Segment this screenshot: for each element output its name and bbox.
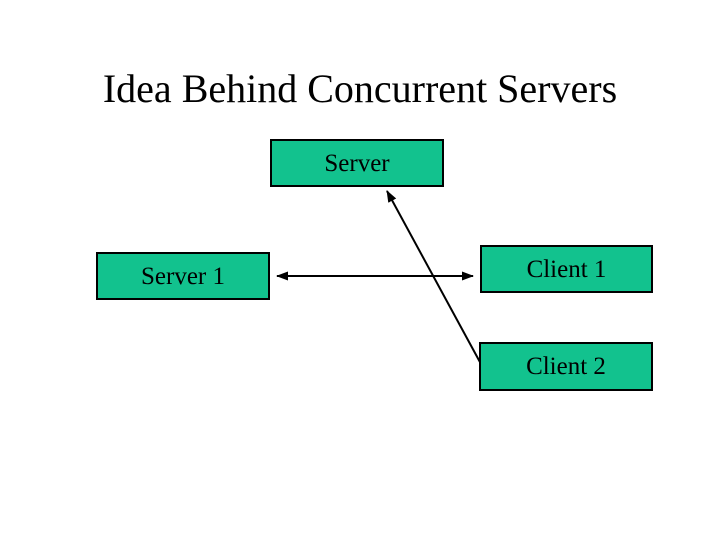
node-server1: Server 1 (96, 252, 270, 300)
arrow-client2-to-server (386, 190, 482, 365)
slide-title: Idea Behind Concurrent Servers (102, 66, 618, 111)
node-client2: Client 2 (479, 342, 653, 391)
node-client1-label: Client 1 (526, 255, 607, 283)
node-client1: Client 1 (480, 245, 653, 293)
node-client2-label: Client 2 (526, 353, 606, 380)
node-server1-label: Server 1 (141, 262, 225, 290)
node-server-label: Server (324, 149, 390, 177)
node-server: Server (270, 139, 444, 187)
